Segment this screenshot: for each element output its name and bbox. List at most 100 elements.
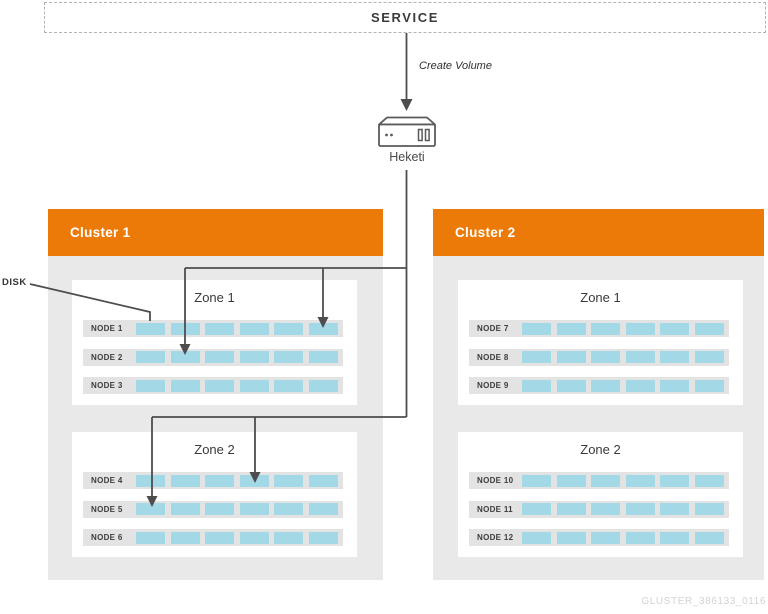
node-row: NODE 11	[469, 500, 729, 518]
node-row: NODE 12	[469, 529, 729, 546]
disk-strip	[136, 531, 338, 544]
disk-icon	[522, 503, 551, 515]
disk-icon	[205, 379, 235, 392]
arrowhead-heketi-icon	[400, 99, 413, 111]
disk-icon	[591, 531, 621, 544]
disk-icon	[205, 531, 235, 544]
disk-icon	[205, 351, 235, 363]
disk-icon	[170, 351, 200, 363]
disk-icon	[239, 351, 269, 363]
disk-icon	[625, 351, 655, 363]
cluster-2-box: Cluster 2 Zone 1 NODE 7 NODE 8 NODE 9 Zo…	[433, 209, 764, 580]
node-label: NODE 6	[91, 533, 123, 542]
disk-icon	[556, 531, 586, 544]
disk-icon	[239, 531, 269, 544]
disk-icon	[625, 503, 655, 515]
cluster-body: Zone 1 NODE 1 NODE 2 NODE 3 Zone 2 NODE …	[48, 256, 383, 580]
node-row: NODE 6	[83, 529, 343, 546]
disk-strip	[522, 351, 724, 363]
zone-box: Zone 1 NODE 7 NODE 8 NODE 9	[458, 280, 743, 405]
disk-icon	[625, 379, 655, 392]
disk-icon	[522, 322, 551, 335]
zone-label: Zone 1	[194, 290, 235, 305]
node-row: NODE 3	[83, 377, 343, 394]
node-label: NODE 2	[91, 352, 123, 362]
disk-icon	[239, 379, 269, 392]
cluster-body: Zone 1 NODE 7 NODE 8 NODE 9 Zone 2 NODE …	[433, 256, 764, 580]
disk-icon	[694, 503, 724, 515]
cluster-header: Cluster 1	[48, 209, 383, 256]
disk-icon	[522, 474, 551, 487]
node-label: NODE 5	[91, 504, 123, 514]
node-label: NODE 8	[477, 352, 509, 362]
node-row: NODE 9	[469, 377, 729, 394]
server-led-icon	[390, 133, 393, 137]
disk-icon	[239, 322, 269, 335]
disk-icon	[308, 351, 338, 363]
node-row: NODE 7	[469, 320, 729, 337]
disk-icon	[660, 351, 690, 363]
zone-label: Zone 1	[580, 290, 621, 305]
disk-icon	[591, 503, 621, 515]
disk-icon	[625, 531, 655, 544]
node-row: NODE 8	[469, 348, 729, 366]
node-row: NODE 2	[83, 348, 343, 366]
node-label: NODE 11	[477, 504, 513, 514]
disk-icon	[694, 474, 724, 487]
disk-icon	[625, 322, 655, 335]
disk-icon	[591, 379, 621, 392]
disk-icon	[308, 474, 338, 487]
zone-box: Zone 2 NODE 4 NODE 5 NODE 6	[72, 432, 357, 557]
heketi-label: Heketi	[389, 150, 425, 164]
disk-strip	[522, 322, 724, 335]
zone-box: Zone 1 NODE 1 NODE 2 NODE 3	[72, 280, 357, 405]
disk-callout-label: DISK	[2, 277, 27, 288]
disk-strip	[136, 474, 338, 487]
disk-icon	[274, 351, 304, 363]
disk-icon	[660, 503, 690, 515]
disk-icon	[660, 531, 690, 544]
disk-strip	[522, 503, 724, 515]
node-row: NODE 1	[83, 320, 343, 337]
disk-icon	[625, 474, 655, 487]
disk-icon	[591, 322, 621, 335]
service-label: SERVICE	[370, 10, 440, 25]
disk-icon	[308, 503, 338, 515]
node-label: NODE 1	[91, 324, 123, 333]
node-row: NODE 4	[83, 472, 343, 489]
heketi-server-icon	[374, 112, 440, 157]
disk-strip	[136, 322, 338, 335]
node-label: NODE 7	[477, 324, 509, 333]
server-slot-icon	[424, 128, 430, 142]
disk-icon	[170, 379, 200, 392]
zone-label: Zone 2	[194, 442, 235, 457]
disk-icon	[694, 351, 724, 363]
disk-icon	[274, 503, 304, 515]
disk-icon	[591, 351, 621, 363]
node-label: NODE 9	[477, 381, 509, 390]
create-volume-label: Create Volume	[419, 60, 492, 72]
disk-icon	[308, 322, 338, 335]
disk-icon	[591, 474, 621, 487]
disk-icon	[556, 503, 586, 515]
disk-icon	[556, 322, 586, 335]
disk-icon	[239, 474, 269, 487]
disk-icon	[274, 531, 304, 544]
cluster-header: Cluster 2	[433, 209, 764, 256]
disk-icon	[136, 379, 165, 392]
disk-icon	[170, 474, 200, 487]
disk-icon	[274, 322, 304, 335]
node-row: NODE 10	[469, 472, 729, 489]
disk-icon	[694, 322, 724, 335]
node-label: NODE 10	[477, 476, 514, 485]
disk-strip	[136, 503, 338, 515]
zone-label: Zone 2	[580, 442, 621, 457]
disk-icon	[522, 351, 551, 363]
disk-icon	[170, 322, 200, 335]
disk-icon	[308, 531, 338, 544]
disk-icon	[239, 503, 269, 515]
disk-icon	[556, 474, 586, 487]
watermark: GLUSTER_386133_0116	[641, 596, 766, 607]
disk-icon	[205, 474, 235, 487]
